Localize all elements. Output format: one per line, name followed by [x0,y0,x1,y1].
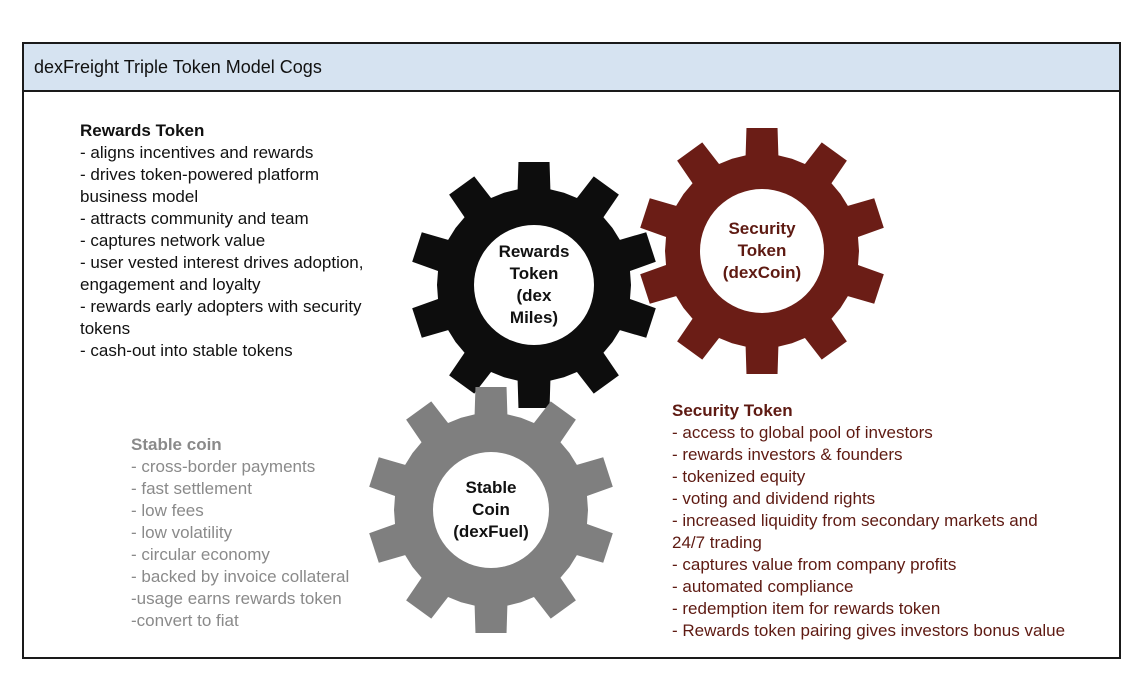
rewards-token-line: tokens [80,319,131,338]
rewards-token-line: - captures network value [80,231,266,250]
cog-label-line: Stable [465,478,517,497]
security-token-cog-hub [700,189,824,313]
stable-coin-line: - fast settlement [131,479,252,498]
stable-coin-line: - low volatility [131,523,233,542]
rewards-token-line: - user vested interest drives adoption, [80,253,364,272]
security-token-line: - Rewards token pairing gives investors … [672,621,1066,640]
security-token-heading: Security Token [672,401,793,420]
title-bar: dexFreight Triple Token Model Cogs [24,44,1119,92]
stable-coin-line: - backed by invoice collateral [131,567,350,586]
cog-label-line: (dexCoin) [722,263,802,282]
rewards-token-heading: Rewards Token [80,121,205,140]
security-token-line: 24/7 trading [672,533,762,552]
rewards-token-line: - rewards early adopters with security [80,297,362,316]
rewards-token-cog-label: Rewards Token (dex Miles) [499,241,570,329]
cog-label-line: Miles) [509,308,559,327]
security-token-line: - voting and dividend rights [672,489,876,508]
cog-label-line: (dex [516,286,552,305]
rewards-token-description: Rewards Token - aligns incentives and re… [80,120,363,362]
diagram-title: dexFreight Triple Token Model Cogs [34,57,322,77]
security-token-description: Security Token - access to global pool o… [672,400,1065,642]
cog-label-line: Token [509,264,559,283]
stable-coin-line: -usage earns rewards token [131,589,342,608]
stable-coin-line: - circular economy [131,545,270,564]
security-token-line: - tokenized equity [672,467,806,486]
rewards-token-line: business model [80,187,199,206]
stable-coin-line: - cross-border payments [131,457,316,476]
cog-label-line: Rewards [498,242,570,261]
security-token-line: - increased liquidity from secondary mar… [672,511,1038,530]
stable-coin-cog-label: Stable Coin (dexFuel) [453,477,529,543]
rewards-token-line: - cash-out into stable tokens [80,341,293,360]
security-token-cog-label: Security Token (dexCoin) [723,218,801,284]
cog-label-line: Coin [472,500,510,519]
cog-label-line: Token [737,241,787,260]
security-token-line: - automated compliance [672,577,854,596]
stable-coin-description: Stable coin - cross-border payments - fa… [131,434,349,632]
rewards-token-line: - aligns incentives and rewards [80,143,314,162]
rewards-token-cog-hub [474,225,594,345]
security-token-line: - redemption item for rewards token [672,599,941,618]
cog-label-line: Security [728,219,796,238]
stable-coin-heading: Stable coin [131,435,222,454]
rewards-token-line: - drives token-powered platform [80,165,320,184]
security-token-line: - rewards investors & founders [672,445,903,464]
security-token-line: - access to global pool of investors [672,423,933,442]
security-token-line: - captures value from company profits [672,555,957,574]
stable-coin-line: - low fees [131,501,204,520]
rewards-token-line: - attracts community and team [80,209,309,228]
stable-coin-cog-hub [433,452,549,568]
rewards-token-line: engagement and loyalty [80,275,261,294]
stable-coin-line: -convert to fiat [131,611,239,630]
cog-label-line: (dexFuel) [453,522,529,541]
